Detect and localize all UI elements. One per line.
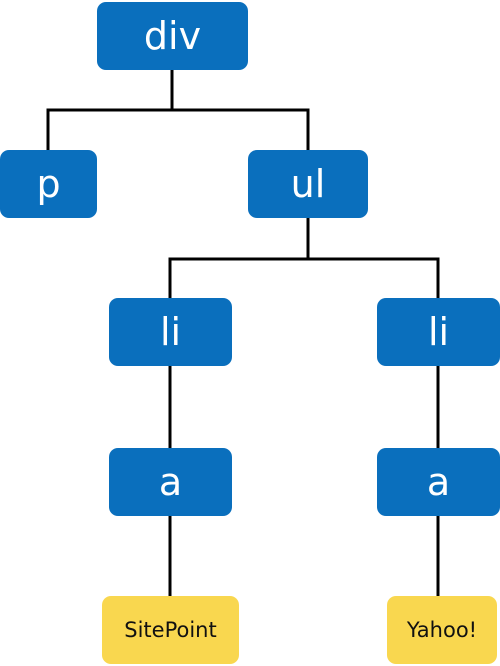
node-div: div (97, 2, 248, 70)
node-a-left: a (109, 448, 232, 516)
node-li-left-label: li (159, 310, 182, 354)
node-a-right: a (377, 448, 500, 516)
node-p-label: p (36, 162, 61, 206)
text-node-left: SitePoint (102, 596, 239, 664)
text-node-right: Yahoo! (387, 596, 497, 664)
node-li-right-label: li (427, 310, 450, 354)
text-node-right-label: Yahoo! (406, 618, 478, 642)
node-a-right-label: a (426, 460, 451, 504)
node-div-label: div (143, 14, 202, 58)
node-p: p (0, 150, 97, 218)
node-li-left: li (109, 298, 232, 366)
node-ul: ul (248, 150, 368, 218)
node-ul-label: ul (290, 162, 326, 206)
text-node-left-label: SitePoint (124, 618, 217, 642)
node-li-right: li (377, 298, 500, 366)
node-a-left-label: a (158, 460, 183, 504)
